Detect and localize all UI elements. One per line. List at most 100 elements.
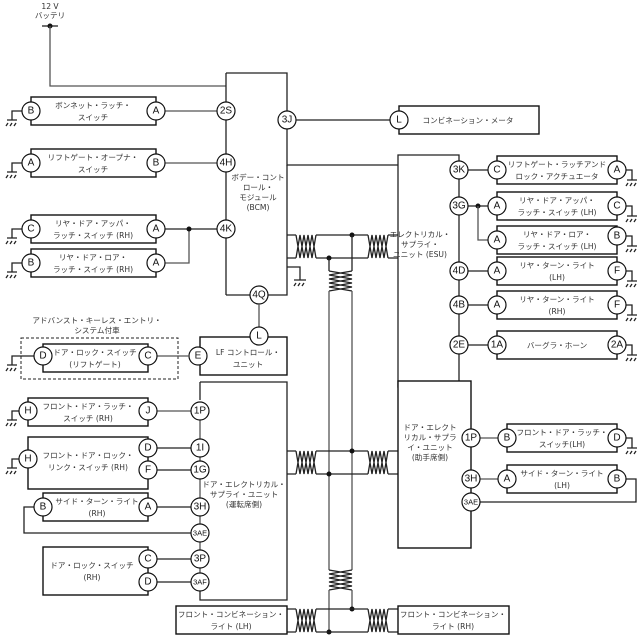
dsu-passenger-label-4: (助手席側) (412, 452, 448, 462)
pin-label: 2A (611, 340, 624, 351)
pin-label: 1P (194, 406, 207, 417)
pin-label: 3AF (193, 578, 207, 587)
dsu-driver-label-3: (運転席側) (226, 499, 262, 509)
battery-voltage-label: 12 V (41, 2, 59, 11)
keyless-label-1: アドバンスト・キーレス・エントリ・ (32, 316, 161, 325)
meter-label: コンビネーション・メータ (423, 116, 514, 125)
front-combo-rh-label-1: フロント・コンビネーション・ (400, 610, 506, 619)
door-lock-rh-label-2: (RH) (84, 573, 101, 582)
rear-upper-lh-label-1: リヤ・ドア・アッパ・ (519, 196, 595, 205)
pin-label: A (145, 502, 152, 513)
lf-label-2: ユニット (233, 360, 263, 369)
ground-icon (5, 355, 34, 372)
bonnet-label-1: ボンネット・ラッチ・ (55, 101, 131, 110)
keyless-option-group (20, 337, 179, 380)
pin-label: 1G (193, 465, 207, 476)
pin-label: B (28, 258, 35, 269)
dsu-passenger-label-1: ドア・エレクト (403, 423, 456, 432)
pin-label: 2S (220, 106, 233, 117)
door-lock-rh-label-1: ドア・ロック・スイッチ (50, 561, 133, 570)
actuator-label-2: ロック・アクチュエータ (516, 172, 599, 181)
front-latch-switch-rh (27, 397, 149, 427)
front-combo-rh-label-2: ライト (RH) (432, 622, 474, 631)
dsu-passenger-label-3: イ・ユニット (407, 443, 453, 452)
pin-label: 3P (194, 554, 207, 565)
side-turn-lh-label-1: サイド・ターン・ライト (520, 469, 603, 478)
rear-turn-light-lh (496, 256, 618, 286)
rear-upper-latch-lh (496, 191, 618, 221)
front-combination-light-lh (175, 605, 288, 635)
pin-label: F (614, 300, 620, 311)
pin-label: E (195, 351, 202, 362)
ground-icon (5, 162, 22, 179)
door-lock-switch-rh (42, 546, 149, 596)
dsu-driver-label-1: ドア・エレクトリカル・ (202, 480, 286, 489)
pin-label: D (613, 433, 620, 444)
esu-label-3: ユニット (ESU) (393, 250, 447, 259)
rear-upper-lh-label-2: ラッチ・スイッチ (LH) (517, 208, 596, 217)
pin-label: 3J (282, 115, 293, 126)
pin-label: 4B (453, 300, 466, 311)
pin-label: B (40, 502, 47, 513)
battery-wire (49, 26, 226, 87)
rear-upper-rh-label-1: リヤ・ドア・アッパ・ (55, 219, 131, 228)
pin-label: B (504, 433, 511, 444)
ground-icons-right (625, 169, 637, 455)
pin-label: A (504, 474, 511, 485)
pin-label: L (256, 331, 262, 342)
pin-label: B (614, 231, 621, 242)
pin-label: 3H (465, 474, 478, 485)
rear-upper-rh-label-2: ラッチ・スイッチ (RH) (53, 231, 133, 240)
bonnet-label-2: スイッチ (78, 113, 108, 122)
rear-turn-lh-label-2: (LH) (549, 273, 565, 282)
pin-label: 3AE (193, 529, 207, 538)
front-combination-light-rh (397, 605, 510, 635)
pin-label: D (144, 443, 151, 454)
rear-turn-rh-label-1: リヤ・ターン・ライト (519, 295, 595, 304)
pin-label: 1I (196, 443, 204, 454)
pin-label: 1P (465, 433, 478, 444)
front-latch-lh-label-1: フロント・ドア・ラッチ・ (516, 428, 607, 437)
dsu-driver-outline (199, 381, 288, 601)
pin-label: C (144, 351, 151, 362)
pin-label: D (144, 577, 151, 588)
dsu-passenger-label-2: リカル・サプラ (403, 433, 456, 442)
pin-label: 1A (491, 340, 504, 351)
pin-label: F (614, 266, 620, 277)
bcm-label-2: ロール・ (243, 183, 273, 192)
battery-label: バッテリ (35, 11, 65, 20)
pin-label: H (24, 406, 31, 417)
pin-label: 3G (452, 201, 466, 212)
horn-label: バーグラ・ホーン (527, 340, 587, 350)
pin-label: H (24, 454, 31, 465)
pin-label: D (39, 351, 46, 362)
pin-label: 4Q (252, 290, 266, 301)
pin-label: J (146, 406, 151, 417)
pin-label: A (614, 165, 621, 176)
ground-icon (293, 279, 306, 287)
liftgate-opener-switch (30, 148, 157, 178)
front-latch-rh-label-2: スイッチ (RH) (63, 414, 113, 423)
bcm-label-4: (BCM) (247, 203, 270, 212)
pin-label: 2E (453, 340, 466, 351)
lf-control-unit (199, 336, 288, 376)
front-lock-link-label-1: フロント・ドア・ロック・ (43, 451, 134, 460)
bonnet-latch-switch (30, 96, 157, 126)
liftgate-opener-label-1: リフトゲート・オープナ・ (48, 153, 139, 162)
bcm-top-outline (226, 72, 398, 166)
pin-label: 3K (453, 165, 466, 176)
bcm-label-3: モジュール (239, 193, 277, 202)
pin-label: B (28, 106, 35, 117)
front-latch-rh-label-1: フロント・ドア・ラッチ・ (42, 402, 133, 411)
pin-label: A (494, 266, 501, 277)
front-combo-lh-label-1: フロント・コンビネーション・ (178, 610, 284, 619)
door-lock-liftgate-label-1: ドア・ロック・スイッチ (53, 348, 136, 357)
door-lock-liftgate-label-2: (リフトゲート) (69, 360, 121, 369)
dsu-passenger (397, 380, 472, 549)
pin-label: A (28, 158, 35, 169)
bcm-label-1: ボデー・コント (231, 172, 284, 182)
pin-label: 4H (220, 158, 233, 169)
ground-icon (5, 262, 22, 279)
can-bus (287, 232, 398, 635)
